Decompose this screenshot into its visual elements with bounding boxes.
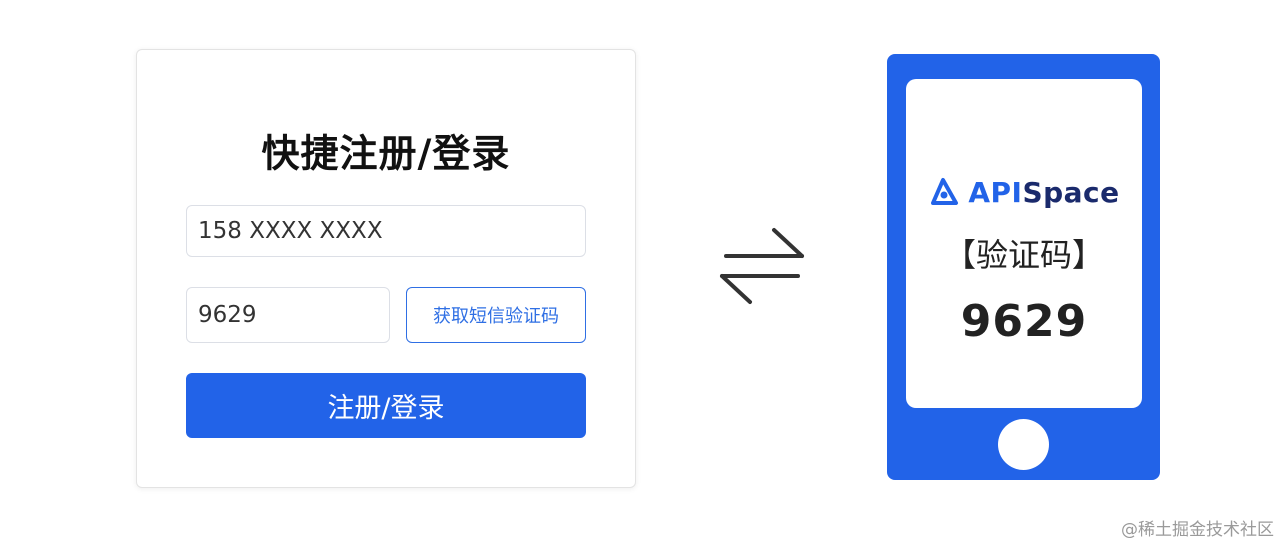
verification-code-value: 9629: [198, 302, 257, 328]
login-title: 快捷注册/登录: [261, 131, 511, 176]
apispace-logo-icon: [931, 177, 959, 205]
phone-input[interactable]: 158 XXXX XXXX: [186, 205, 586, 257]
exchange-arrows-icon: [720, 228, 804, 304]
sms-code-value: 9629: [960, 296, 1088, 347]
sms-code-label: 【验证码】: [943, 236, 1104, 274]
get-sms-code-button[interactable]: 获取短信验证码: [406, 287, 586, 343]
phone-home-button: [998, 419, 1049, 470]
login-card: 快捷注册/登录 158 XXXX XXXX 9629 获取短信验证码 注册/登录: [136, 49, 636, 488]
brand-api-text: API: [968, 176, 1023, 209]
brand-space-text: Space: [1022, 176, 1120, 209]
watermark: @稀土掘金技术社区: [1121, 520, 1274, 540]
phone-input-value: 158 XXXX XXXX: [198, 218, 383, 244]
register-login-button[interactable]: 注册/登录: [186, 373, 586, 438]
verification-code-input[interactable]: 9629: [186, 287, 390, 343]
